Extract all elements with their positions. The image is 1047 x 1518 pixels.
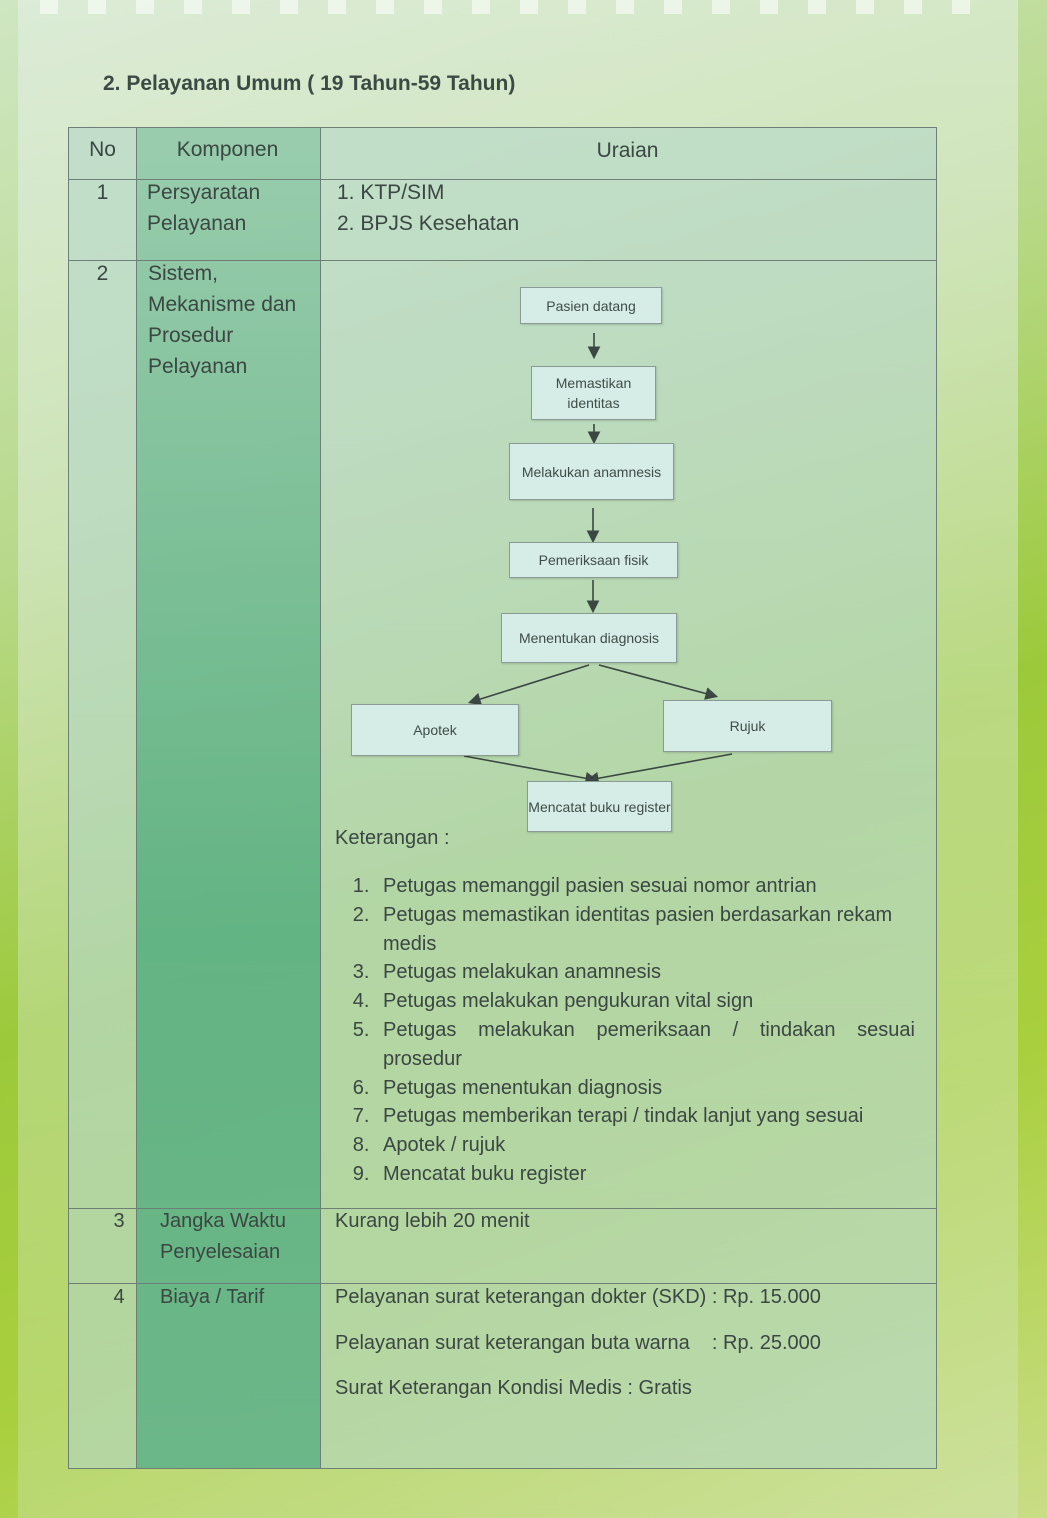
row4-no: 4 [113, 1286, 125, 1308]
flow-box-diagnosis: Menentukan diagnosis [501, 613, 677, 663]
keterangan-item: Petugas melakukan pemeriksaan / tindakan… [375, 1016, 915, 1074]
komponen-column-background [136, 128, 321, 1468]
header-komponen: Komponen [176, 138, 279, 161]
row1-item-1: 1. KTP/SIM [337, 181, 445, 204]
row1-item-2: 2. BPJS Kesehatan [337, 212, 520, 235]
arrow-rujuk-to-register [585, 753, 733, 785]
keterangan-label: Keterangan : [335, 827, 450, 849]
fee-buta-warna: Pelayanan surat keterangan buta warna : … [335, 1332, 821, 1354]
keterangan-item: Petugas memastikan identitas pasien berd… [375, 901, 915, 959]
flow-box-memastikan: Memastikan identitas [531, 366, 656, 420]
service-table: No Komponen Uraian 1 Persyaratan Pelayan… [68, 127, 937, 1469]
fee-kondisi-medis: Surat Keterangan Kondisi Medis : Gratis [335, 1377, 692, 1399]
keterangan-item: Petugas memberikan terapi / tindak lanju… [375, 1102, 915, 1131]
keterangan-list: Petugas memanggil pasien sesuai nomor an… [335, 872, 915, 1189]
row3-komponen: Jangka Waktu Penyelesaian [160, 1210, 286, 1263]
arrow-diagnosis-to-rujuk [598, 664, 719, 700]
flow-box-pasien: Pasien datang [520, 287, 662, 324]
header-uraian: Uraian [596, 139, 659, 162]
row3-uraian: Kurang lebih 20 menit [335, 1210, 530, 1232]
row-divider [69, 179, 936, 180]
flow-box-rujuk: Rujuk [663, 700, 832, 752]
keterangan-item: Petugas melakukan pengukuran vital sign [375, 987, 915, 1016]
row-divider [69, 260, 936, 261]
row4-komponen: Biaya / Tarif [160, 1286, 265, 1308]
spiral-binding [40, 0, 1000, 14]
keterangan-item: Petugas melakukan anamnesis [375, 958, 915, 987]
row2-no: 2 [96, 262, 109, 285]
row-divider [69, 1208, 936, 1209]
keterangan-item: Petugas menentukan diagnosis [375, 1074, 915, 1103]
row3-no: 3 [113, 1210, 125, 1232]
arrow-apotek-to-register [463, 755, 599, 785]
flow-box-apotek: Apotek [351, 704, 519, 756]
keterangan-item: Mencatat buku register [375, 1160, 915, 1189]
row1-komponen: Persyaratan Pelayanan [147, 181, 261, 235]
row1-no: 1 [96, 181, 109, 204]
arrow-diagnosis-to-apotek [467, 664, 590, 706]
flow-box-anamnesis: Melakukan anamnesis [509, 443, 674, 500]
row2-komponen: Sistem, Mekanisme dan Prosedur Pelayanan [148, 262, 297, 378]
flow-box-register: Mencatat buku register [527, 781, 672, 832]
row-divider [69, 1283, 936, 1284]
keterangan-item: Petugas memanggil pasien sesuai nomor an… [375, 872, 915, 901]
section-heading: 2. Pelayanan Umum ( 19 Tahun-59 Tahun) [103, 72, 516, 95]
fee-skd: Pelayanan surat keterangan dokter (SKD) … [335, 1286, 821, 1308]
flowchart-connectors [463, 333, 733, 785]
keterangan-item: Apotek / rujuk [375, 1131, 915, 1160]
header-no: No [89, 138, 116, 161]
flow-box-fisik: Pemeriksaan fisik [509, 542, 678, 578]
